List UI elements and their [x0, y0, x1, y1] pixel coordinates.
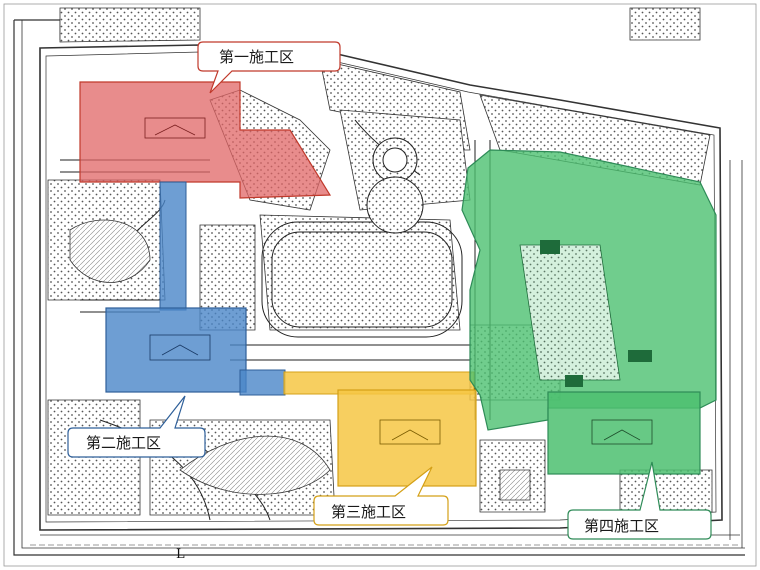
- zone-2-callout: 第二施工区: [67, 395, 206, 458]
- zone-2-label: 第二施工区: [86, 434, 161, 452]
- garden-curves: [69, 219, 531, 501]
- zone-4-callout: 第四施工区: [567, 461, 712, 540]
- zone-1-label: 第一施工区: [219, 48, 294, 66]
- zone-4-label: 第四施工区: [584, 517, 659, 535]
- zone-4-area: [461, 149, 717, 475]
- zone-2-area: [105, 181, 286, 396]
- zone-1-callout: 第一施工区: [197, 41, 341, 94]
- boundary-marker: L: [176, 547, 185, 562]
- internal-roads: [60, 119, 491, 521]
- zone-3-callout: 第三施工区: [313, 466, 449, 526]
- zone-3-label: 第三施工区: [331, 503, 406, 521]
- zone-3-area: [283, 371, 477, 487]
- zone-1-area: [79, 81, 332, 199]
